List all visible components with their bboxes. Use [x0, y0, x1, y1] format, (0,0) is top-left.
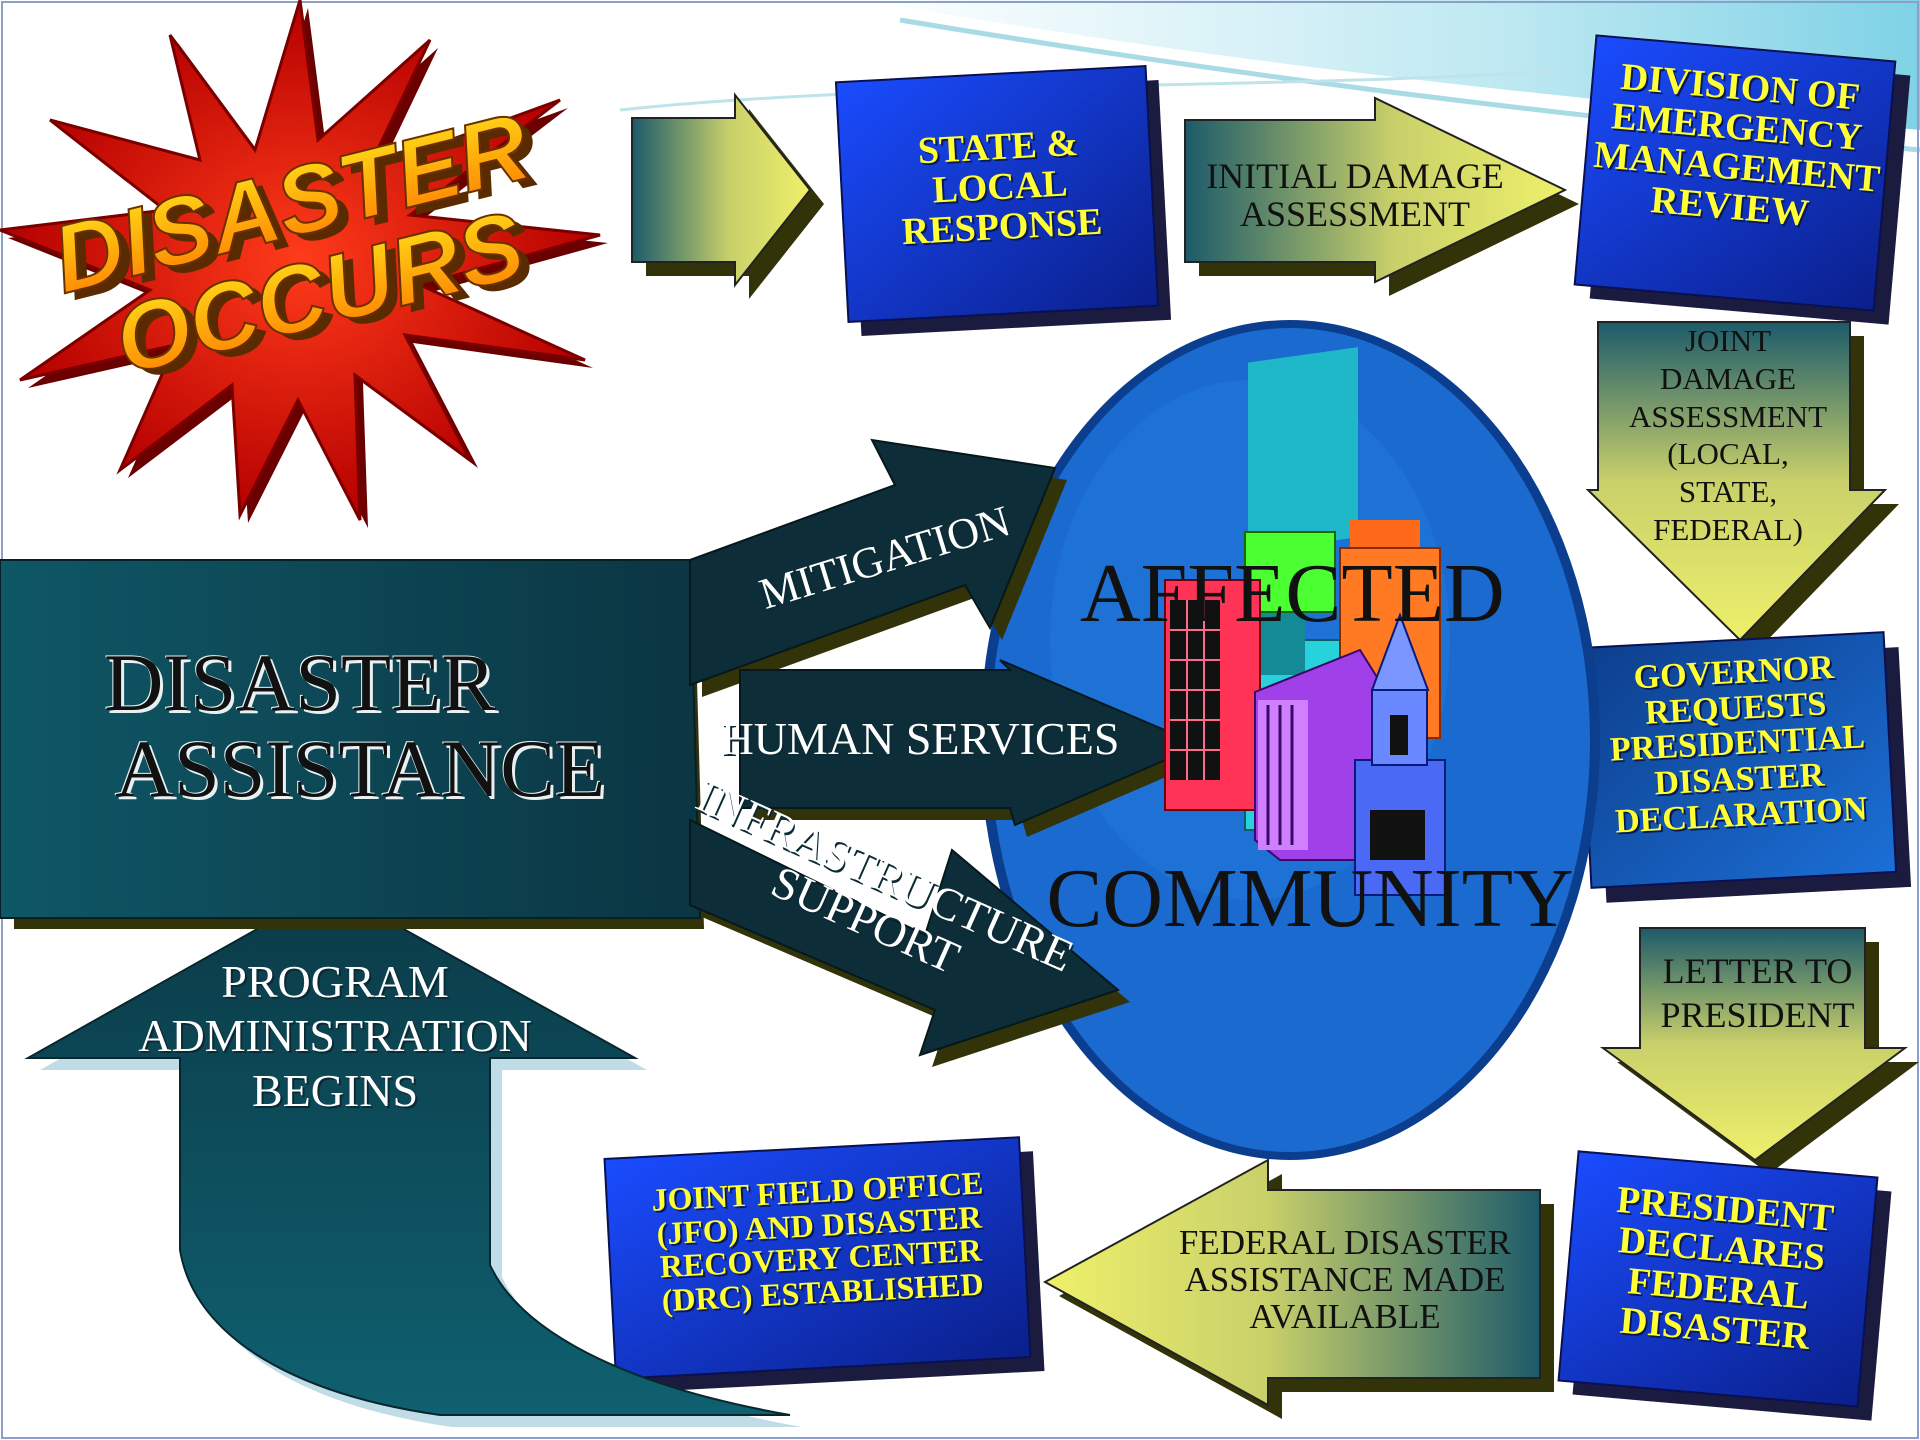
human-services-arrow — [739, 659, 1203, 827]
dem-review-label: DIVISION OF EMERGENCY MANAGEMENT REVIEW — [1592, 55, 1882, 235]
community-bottom-label: COMMUNITY — [1046, 852, 1574, 945]
program-administration-label: PROGRAM ADMINISTRATION BEGINS — [138, 956, 532, 1116]
arrow-to-state-local — [631, 92, 812, 288]
governor-request-label: GOVERNOR REQUESTS PRESIDENTIAL DISASTER … — [1609, 648, 1869, 841]
mitigation-arrow — [689, 438, 1057, 687]
jfo-drc-label: JOINT FIELD OFFICE (JFO) AND DISASTER RE… — [650, 1164, 985, 1319]
city-buildings-icon — [1164, 347, 1446, 896]
federal-assistance-label: FEDERAL DISASTER ASSISTANCE MADE AVAILAB… — [1178, 1223, 1512, 1336]
president-declares-box — [1557, 1150, 1879, 1408]
letter-to-president-label: LETTER TO PRESIDENT — [1660, 951, 1855, 1035]
assistance-title-line1: DISASTER — [104, 637, 496, 728]
community-top-label: AFFECTED — [1080, 547, 1505, 640]
state-local-response-label: STATE & LOCAL RESPONSE — [900, 121, 1104, 253]
joint-damage-arrow — [1585, 321, 1888, 642]
assistance-title-line2: ASSISTANCE — [114, 723, 606, 815]
joint-damage-label: JOINT DAMAGE ASSESSMENT (LOCAL, STATE, F… — [1628, 323, 1828, 548]
disaster-burst-icon — [0, 0, 608, 528]
disaster-assistance-block — [0, 559, 702, 919]
federal-assistance-arrow — [1042, 1158, 1541, 1407]
dem-review-box — [1573, 34, 1897, 312]
jfo-drc-box — [603, 1136, 1032, 1380]
branch-human-services-label: HUMAN SERVICES — [720, 713, 1120, 764]
infrastructure-support-arrow — [689, 818, 1121, 1057]
program-administration-arrow — [24, 886, 791, 1416]
president-declares-label: PRESIDENT DECLARES FEDERAL DISASTER — [1615, 1178, 1836, 1358]
initial-damage-arrow — [1184, 96, 1568, 284]
initial-damage-label: INITIAL DAMAGE ASSESSMENT — [1206, 156, 1504, 234]
disaster-assistance-title: DISASTER ASSISTANCE — [60, 639, 660, 815]
state-local-response-box — [834, 65, 1160, 323]
letter-arrow — [1599, 927, 1909, 1162]
